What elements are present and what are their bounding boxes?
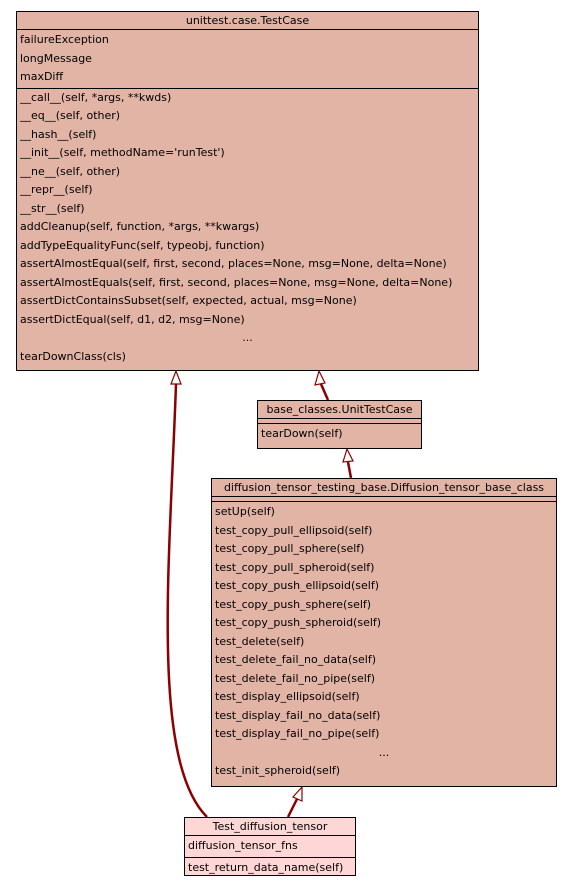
more-methods-ellipsis: ... (378, 745, 390, 759)
class-box-diffusion-base[interactable]: diffusion_tensor_testing_base.Diffusion_… (211, 478, 557, 787)
method: test_copy_push_spheroid(self) (215, 616, 382, 629)
method: addTypeEqualityFunc(self, typeobj, funct… (20, 238, 265, 252)
method: test_delete_fail_no_pipe(self) (215, 671, 376, 685)
class-title: Test_diffusion_tensor (185, 818, 355, 836)
arrow-testdiff-to-diffbase (286, 798, 299, 818)
method: test_display_fail_no_pipe(self) (215, 727, 380, 740)
attribute: diffusion_tensor_fns (188, 839, 298, 852)
method: addCleanup(self, function, *args, **kwar… (20, 220, 260, 233)
method: test_copy_push_sphere(self) (215, 597, 372, 611)
class-box-testcase[interactable]: unittest.case.TestCase failureException … (16, 11, 479, 371)
class-box-test-diffusion-tensor[interactable]: Test_diffusion_tensor diffusion_tensor_f… (184, 817, 356, 876)
method: __call__(self, *args, **kwds) (20, 90, 172, 104)
method: test_delete_fail_no_data(self) (215, 653, 376, 666)
arrow-unittestcase-to-testcase (319, 383, 330, 401)
class-title: diffusion_tensor_testing_base.Diffusion_… (212, 479, 556, 497)
attribute: longMessage (20, 51, 92, 65)
method: test_copy_pull_sphere(self) (215, 542, 365, 555)
method: tearDownClass(cls) (20, 349, 126, 363)
method: test_copy_pull_ellipsoid(self) (215, 523, 373, 537)
method: test_copy_push_ellipsoid(self) (215, 579, 379, 592)
attribute-section: diffusion_tensor_fns (185, 836, 355, 858)
attribute-section (212, 497, 556, 502)
method: test_copy_pull_spheroid(self) (215, 560, 375, 574)
arrow-head-testcase-right (314, 369, 326, 386)
method: assertDictEqual(self, d1, d2, msg=None) (20, 312, 245, 326)
attribute-section: failureException longMessage maxDiff (17, 30, 478, 89)
method: tearDown(self) (261, 427, 343, 440)
more-methods-ellipsis: ... (242, 331, 253, 344)
attribute: failureException (20, 33, 109, 46)
class-box-unittestcase[interactable]: base_classes.UnitTestCase tearDown(self) (257, 400, 422, 449)
method: test_init_spheroid(self) (215, 764, 341, 777)
method: assertAlmostEqual(self, first, second, p… (20, 257, 447, 270)
arrow-head-diffbase (292, 785, 303, 802)
method: test_return_data_name(self) (188, 860, 344, 874)
arrow-diffbase-to-unittestcase (346, 461, 353, 479)
method-section: tearDown(self) (258, 424, 421, 445)
method-section: test_return_data_name(self) (185, 858, 355, 879)
method: __eq__(self, other) (20, 109, 121, 122)
method: test_display_ellipsoid(self) (215, 690, 360, 703)
method: __init__(self, methodName='runTest') (20, 146, 225, 159)
method: __repr__(self) (20, 183, 93, 196)
arrow-testdiff-to-testcase (166, 383, 208, 818)
method-section: __call__(self, *args, **kwds) __eq__(sel… (17, 89, 478, 368)
method: test_delete(self) (215, 634, 305, 648)
arrow-head-unittestcase (342, 447, 354, 463)
attribute-section (258, 419, 421, 424)
method: test_display_fail_no_data(self) (215, 708, 381, 722)
method: assertAlmostEquals(self, first, second, … (20, 275, 453, 289)
method: setUp(self) (215, 505, 275, 518)
class-title: unittest.case.TestCase (17, 12, 478, 30)
method: __ne__(self, other) (20, 164, 121, 178)
attribute: maxDiff (20, 70, 64, 83)
method: __str__(self) (20, 201, 85, 215)
class-title: base_classes.UnitTestCase (258, 401, 421, 419)
method-section: setUp(self) test_copy_pull_ellipsoid(sel… (212, 502, 556, 782)
method: assertDictContainsSubset(self, expected,… (20, 294, 357, 307)
method: __hash__(self) (20, 127, 97, 141)
arrow-head-testcase-left (170, 369, 182, 385)
